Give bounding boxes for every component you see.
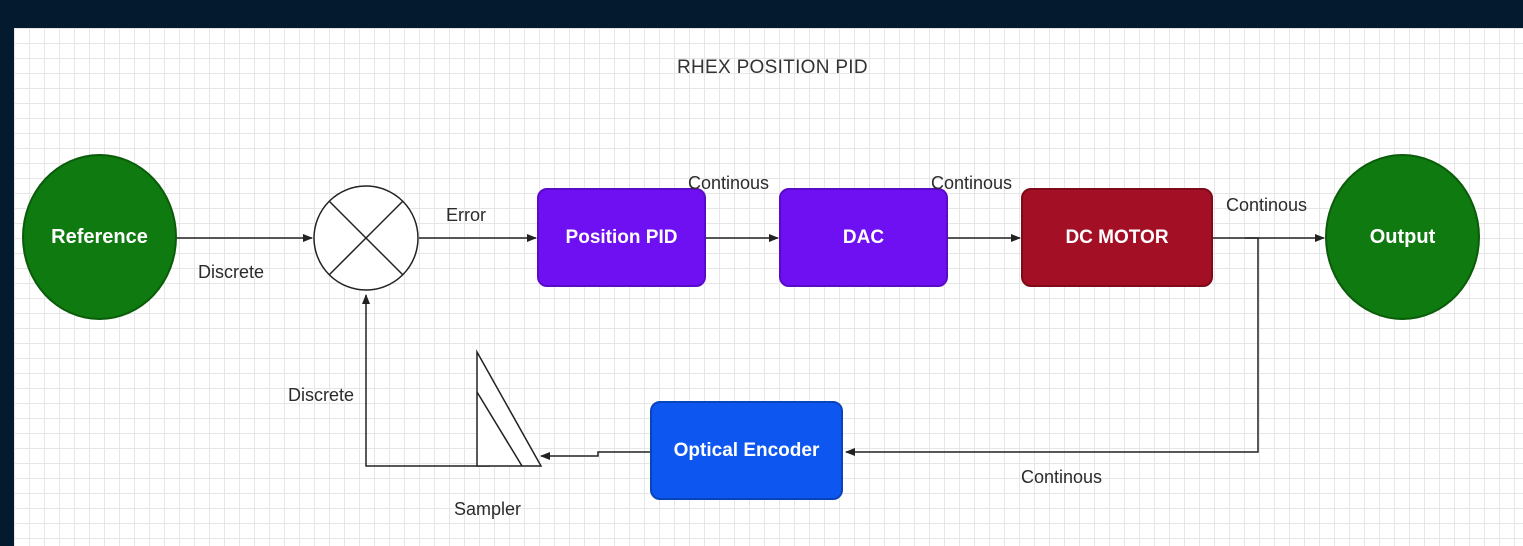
optical-encoder-block: Optical Encoder [650, 401, 843, 500]
reference-label: Reference [51, 225, 148, 248]
position-pid-label: Position PID [565, 226, 678, 248]
edge-label-pid-dac: Continous [688, 173, 770, 193]
dc-motor-block: DC MOTOR [1021, 188, 1213, 287]
edge-label-discrete-feedback: Discrete [288, 385, 355, 405]
edge-label-error: Error [446, 205, 486, 225]
position-pid-block: Position PID [537, 188, 706, 287]
summing-junction [313, 185, 419, 291]
edge-motor-to-encoder [845, 237, 1259, 456]
sampler-label: Sampler [454, 499, 522, 519]
edge-label-motor-encoder: Continous [1021, 467, 1103, 487]
diagram-title: RHEX POSITION PID [677, 57, 868, 78]
dac-block: DAC [779, 188, 948, 287]
diagram-canvas [14, 28, 1523, 546]
sampler-icon [476, 349, 543, 467]
edge-encoder-to-sampler [540, 451, 650, 460]
edge-sampler-to-sum [362, 294, 490, 467]
edge-label-discrete-input: Discrete [198, 262, 265, 282]
edge-label-dac-motor: Continous [931, 173, 1013, 193]
optical-encoder-label: Optical Encoder [673, 439, 820, 461]
edge-label-motor-output: Continous [1226, 195, 1308, 215]
output-node: Output [1325, 154, 1480, 320]
dac-label: DAC [842, 226, 885, 248]
output-label: Output [1369, 225, 1436, 248]
reference-node: Reference [22, 154, 177, 320]
dc-motor-label: DC MOTOR [1065, 226, 1169, 248]
